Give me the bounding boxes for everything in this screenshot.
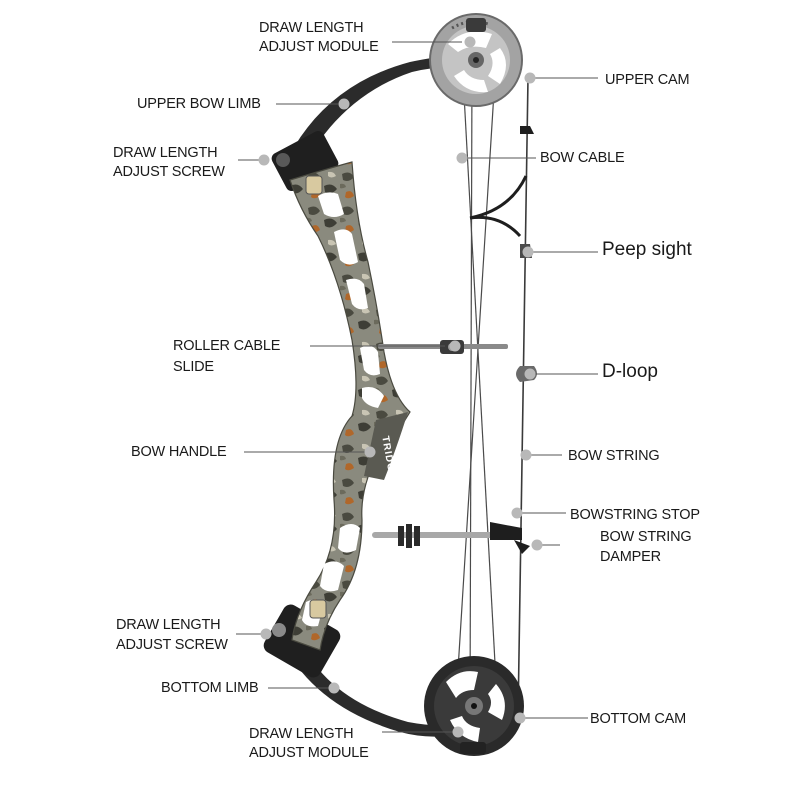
label-bow-handle: BOW HANDLE <box>131 442 227 462</box>
label-roller-cable-slide-line1: ROLLER CABLE <box>173 336 280 356</box>
label-bottom-limb: BOTTOM LIMB <box>161 678 258 698</box>
bottom-limb-bolt <box>272 623 286 637</box>
label-draw-length-adjust-module-bottom-line1: DRAW LENGTH <box>249 724 353 744</box>
upper-cam <box>430 14 522 106</box>
roller-cable-slide <box>378 340 508 354</box>
draw-length-screw-top-knob <box>306 176 322 194</box>
draw-length-screw-bottom-knob <box>310 600 326 618</box>
label-peep-sight: Peep sight <box>602 240 692 260</box>
bottom-cam <box>424 656 524 756</box>
label-draw-length-adjust-module-top-line1: DRAW LENGTH <box>259 18 363 38</box>
upper-limb-bolt <box>276 153 290 167</box>
label-bowstring-stop: BOWSTRING STOP <box>570 505 700 525</box>
label-upper-bow-limb: UPPER BOW LIMB <box>137 94 261 114</box>
label-bow-string-damper-line2: DAMPER <box>600 547 661 567</box>
label-draw-length-adjust-screw-top-line2: ADJUST SCREW <box>113 162 225 182</box>
label-upper-cam: UPPER CAM <box>605 70 689 90</box>
bowstring-stop-assembly <box>372 522 530 554</box>
label-bow-string: BOW STRING <box>568 446 659 466</box>
label-draw-length-adjust-module-bottom-line2: ADJUST MODULE <box>249 743 369 763</box>
bow-string <box>518 78 528 718</box>
label-bottom-cam: BOTTOM CAM <box>590 709 686 729</box>
label-bow-string-damper-line1: BOW STRING <box>600 527 691 547</box>
peep-sight-tubing <box>470 176 526 236</box>
label-roller-cable-slide-line2: SLIDE <box>173 357 214 377</box>
label-draw-length-adjust-screw-bottom-line2: ADJUST SCREW <box>116 635 228 655</box>
label-draw-length-adjust-screw-top-line1: DRAW LENGTH <box>113 143 217 163</box>
label-draw-length-adjust-module-top-line2: ADJUST MODULE <box>259 37 379 57</box>
label-draw-length-adjust-screw-bottom-line1: DRAW LENGTH <box>116 615 220 635</box>
string-nock-top <box>520 126 534 134</box>
label-d-loop: D-loop <box>602 362 658 382</box>
label-bow-cable: BOW CABLE <box>540 148 624 168</box>
